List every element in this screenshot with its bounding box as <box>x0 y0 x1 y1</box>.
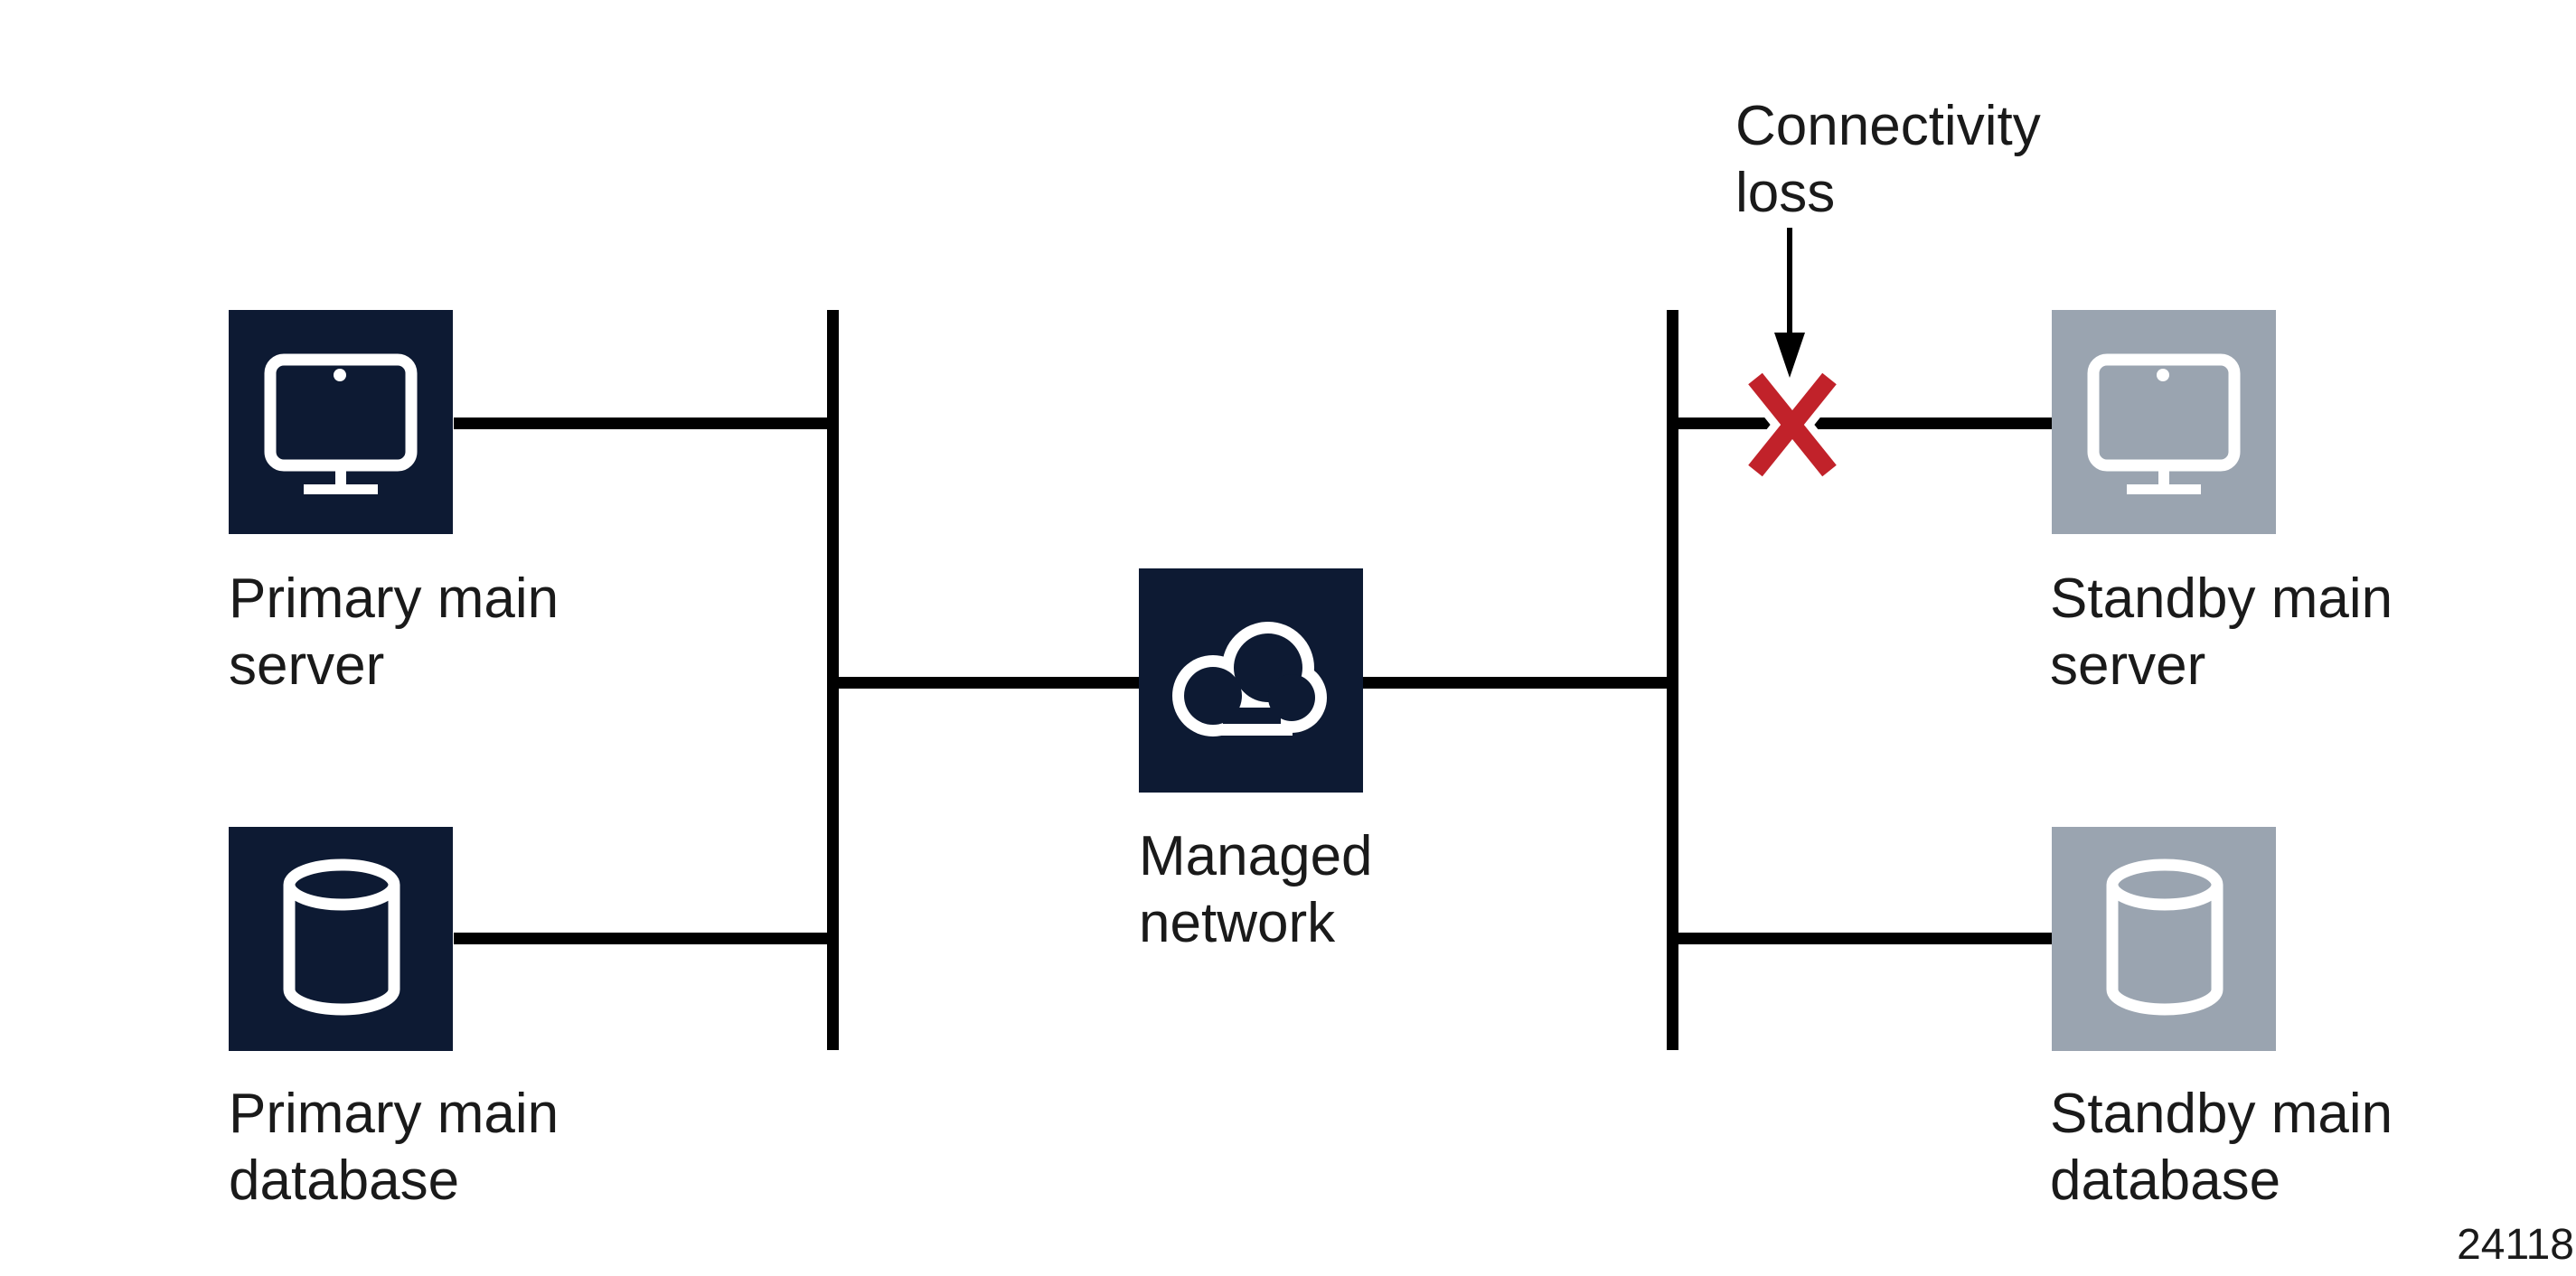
down-arrow-head-icon <box>1774 333 1805 378</box>
network-right-link-line <box>1363 677 1667 689</box>
right-bus-line <box>1667 310 1678 1050</box>
standby-main-database-label: Standby main database <box>2050 1083 2393 1212</box>
primary-main-database-node <box>229 827 453 1051</box>
monitor-icon <box>2087 353 2241 494</box>
database-icon <box>2106 858 2223 1016</box>
database-icon <box>283 858 400 1016</box>
left-bus-line <box>827 310 839 1050</box>
standby-server-link-line <box>1678 418 2052 429</box>
standby-main-server-label: Standby main server <box>2050 568 2393 697</box>
figure-number: 24118 <box>2457 1221 2574 1269</box>
standby-database-link-line <box>1678 933 2052 944</box>
connectivity-loss-label: Connectivity loss <box>1735 95 2041 224</box>
primary-main-server-label: Primary main server <box>229 568 559 697</box>
standby-main-server-node <box>2052 310 2276 534</box>
managed-network-label: Managed network <box>1139 825 1373 954</box>
primary-main-server-node <box>229 310 453 534</box>
monitor-icon <box>264 353 418 494</box>
red-x-icon <box>1742 368 1843 482</box>
network-left-link-line <box>839 677 1139 689</box>
primary-server-link-line <box>454 418 827 429</box>
down-arrow-icon <box>1787 228 1792 333</box>
managed-network-node <box>1139 568 1363 793</box>
standby-main-database-node <box>2052 827 2276 1051</box>
primary-database-link-line <box>454 933 827 944</box>
primary-main-database-label: Primary main database <box>229 1083 559 1212</box>
cloud-icon <box>1172 622 1327 737</box>
